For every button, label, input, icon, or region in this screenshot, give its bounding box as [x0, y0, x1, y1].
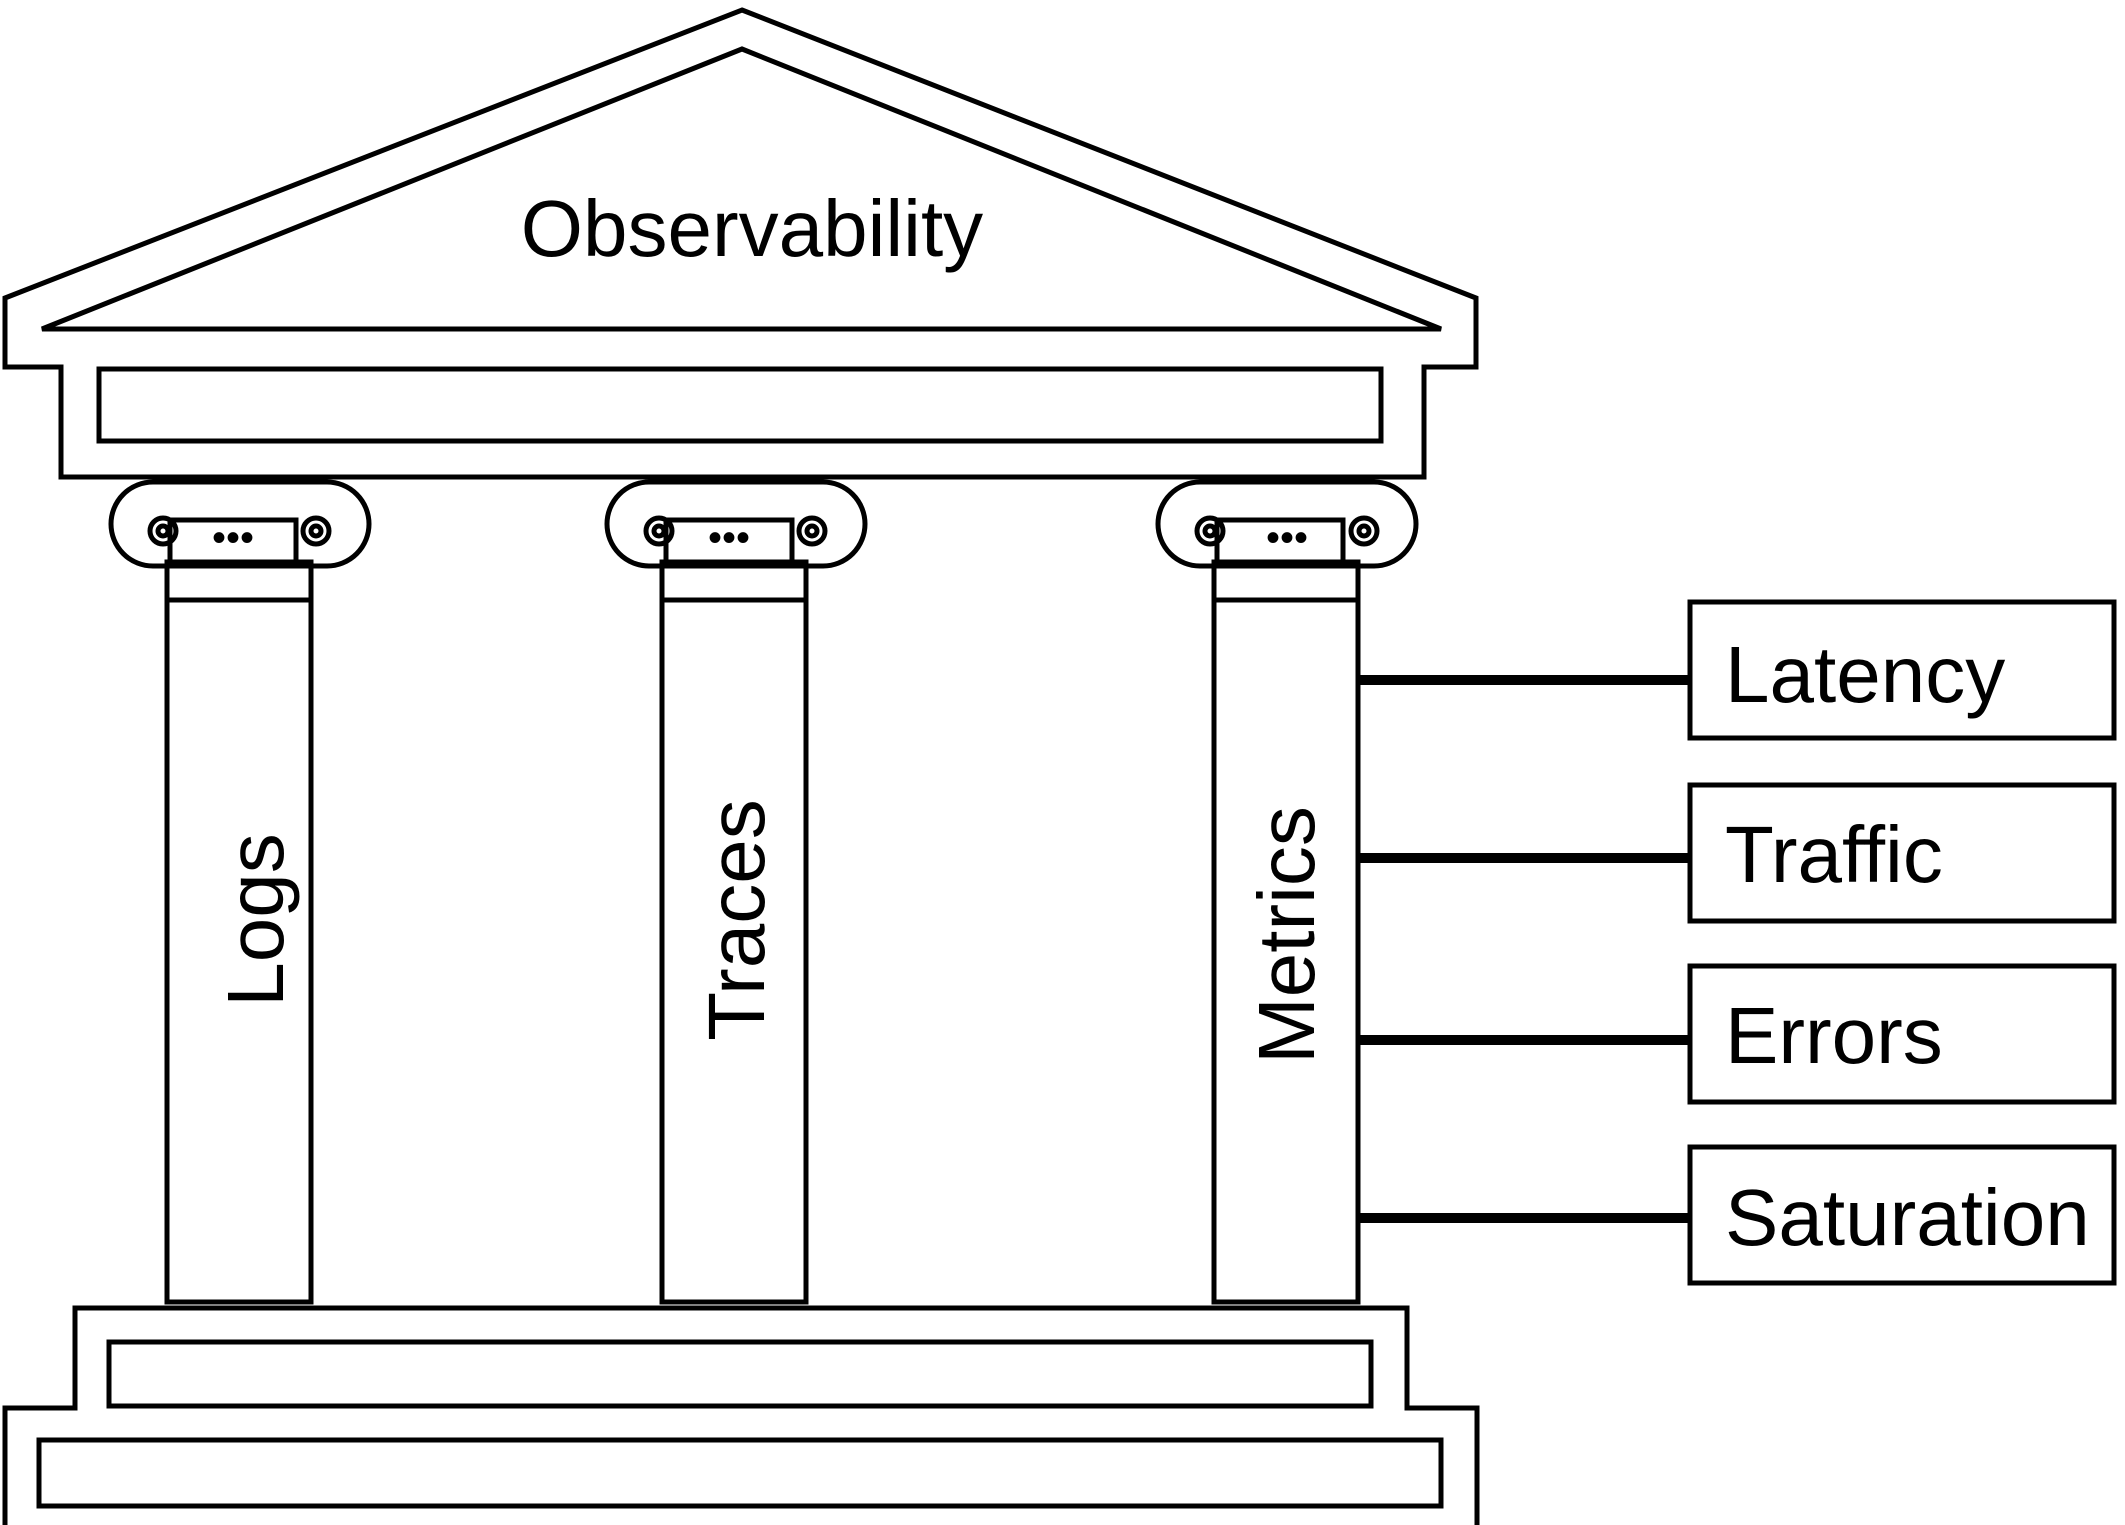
pillar-traces: ••• Traces [604, 479, 868, 1305]
pillar-label-traces: Traces [692, 799, 781, 1041]
volute-icon [1348, 515, 1380, 547]
signal-label-traffic: Traffic [1725, 810, 1943, 899]
capital-dots: ••• [1266, 516, 1308, 560]
base [2, 1305, 1480, 1525]
capital-dots: ••• [708, 516, 750, 560]
signal-box-traffic [1687, 782, 2117, 924]
capital-dots: ••• [212, 516, 254, 560]
signal-box-latency [1687, 599, 2117, 741]
volute-core [155, 523, 171, 539]
volute-icon [300, 515, 332, 547]
capital-traces: ••• [604, 479, 868, 569]
metric-signals: Latency Traffic Errors Saturation [1358, 599, 2117, 1286]
signal-box-errors [1687, 963, 2117, 1105]
pediment-outer [2, 7, 1479, 480]
architrave-panel [96, 366, 1384, 444]
signal-label-latency: Latency [1725, 630, 2005, 719]
volute-icon [1194, 515, 1226, 547]
volute-core [1356, 523, 1372, 539]
pillar-label-metrics: Metrics [1242, 806, 1331, 1064]
signal-label-errors: Errors [1725, 991, 1943, 1080]
roof-title: Observability [521, 184, 983, 273]
signal-label-saturation: Saturation [1725, 1173, 2090, 1262]
pediment-inner [41, 46, 1442, 332]
volute-core [308, 523, 324, 539]
volute-core [651, 523, 667, 539]
volute-icon [643, 515, 675, 547]
capital-logs: ••• [108, 479, 372, 569]
base-outline [2, 1305, 1480, 1525]
pillar-logs: ••• Logs [108, 479, 372, 1305]
capital-metrics: ••• [1155, 479, 1419, 569]
pillar-shaft-metrics [1211, 559, 1361, 1305]
roof: Observability [2, 7, 1479, 480]
base-upper-panel [106, 1339, 1374, 1409]
volute-core [1202, 523, 1218, 539]
capital-block [167, 517, 299, 565]
base-lower-panel [36, 1437, 1444, 1509]
volute-core [804, 523, 820, 539]
pillar-shaft-traces [659, 559, 809, 1305]
pillar-shaft-logs [164, 559, 314, 1305]
pillar-label-logs: Logs [211, 833, 300, 1006]
volute-icon [147, 515, 179, 547]
signal-box-saturation [1687, 1144, 2117, 1286]
volute-icon [796, 515, 828, 547]
pillar-metrics: ••• Metrics [1155, 479, 1419, 1305]
